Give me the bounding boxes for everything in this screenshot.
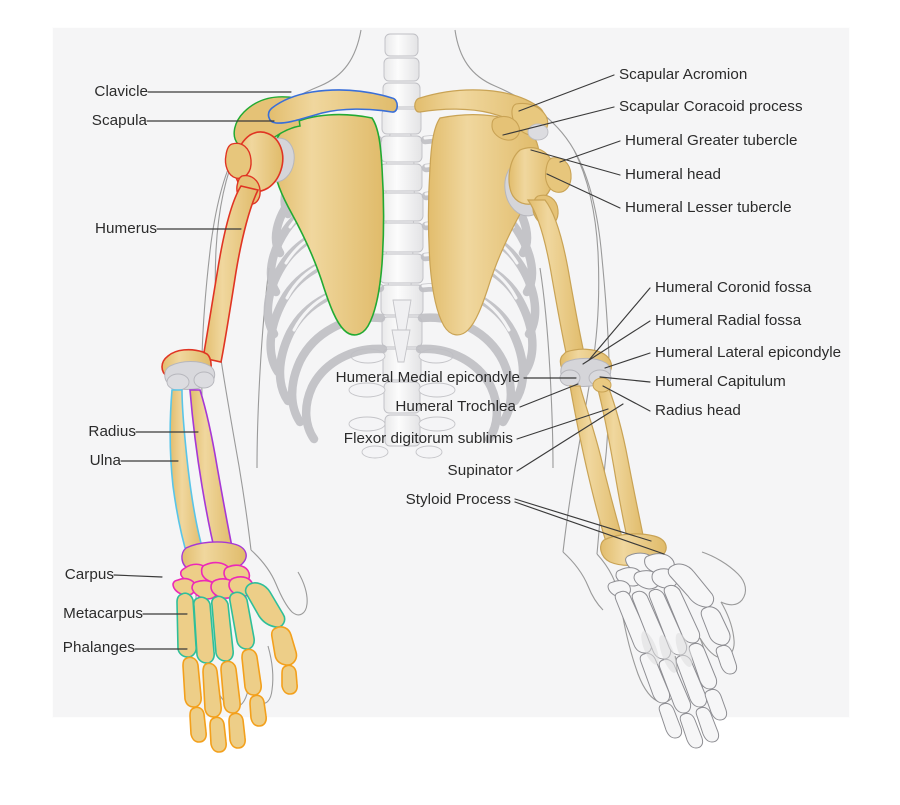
label-ulna: Ulna (89, 452, 121, 469)
label-humeral-capitulum: Humeral Capitulum (655, 373, 786, 390)
label-metacarpus: Metacarpus (63, 605, 143, 622)
label-scapula: Scapula (91, 112, 147, 129)
label-humeral-lateral-epicondyle: Humeral Lateral epicondyle (655, 344, 842, 361)
leader-flexor-digitorum-sublimis (516, 408, 609, 440)
label-humeral-trochlea: Humeral Trochlea (395, 398, 516, 415)
leader-humeral-head (530, 149, 621, 176)
label-humerus: Humerus (95, 220, 157, 237)
label-humeral-medial-epicondyle: Humeral Medial epicondyle (335, 369, 520, 386)
label-styloid-process: Styloid Process (405, 491, 511, 508)
leader-humeral-trochlea (519, 383, 579, 408)
label-humeral-head: Humeral head (625, 166, 721, 183)
label-humeral-greater-tubercle: Humeral Greater tubercle (625, 132, 798, 149)
label-supinator: Supinator (447, 462, 513, 479)
leader-humeral-capitulum (599, 376, 651, 383)
label-carpus: Carpus (64, 566, 114, 583)
label-humeral-radial-fossa: Humeral Radial fossa (655, 312, 802, 329)
leader-radius-head (602, 385, 651, 412)
leader-humeral-greater-tubercle (559, 140, 621, 163)
label-flexor-digitorum-sublimis: Flexor digitorum sublimis (343, 430, 513, 447)
label-clavicle: Clavicle (94, 83, 148, 100)
right-shoulder-group (414, 89, 738, 749)
label-radius: Radius (88, 423, 136, 440)
label-radius-head: Radius head (655, 402, 741, 419)
leader-humeral-lateral-epicondyle (604, 352, 651, 369)
leader-humeral-lesser-tubercle (546, 173, 621, 209)
label-scapular-acromion: Scapular Acromion (619, 66, 748, 83)
label-humeral-coronoid-fossa: Humeral Coronid fossa (655, 279, 812, 296)
leader-styloid-process-a (514, 498, 652, 542)
leader-humeral-radial-fossa (582, 320, 651, 365)
leader-carpus (113, 574, 163, 578)
label-phalanges: Phalanges (62, 639, 135, 656)
leader-supinator (516, 403, 624, 472)
leader-humeral-coronoid-fossa (588, 287, 651, 361)
leader-lines (113, 74, 665, 650)
left-shoulder-group (161, 89, 399, 753)
leader-scapular-coracoid (502, 106, 615, 136)
label-scapular-coracoid-process: Scapular Coracoid process (619, 98, 803, 115)
leader-scapular-acromion (518, 74, 615, 112)
leader-styloid-process-b (514, 501, 665, 555)
label-humeral-lesser-tubercle: Humeral Lesser tubercle (625, 199, 792, 216)
